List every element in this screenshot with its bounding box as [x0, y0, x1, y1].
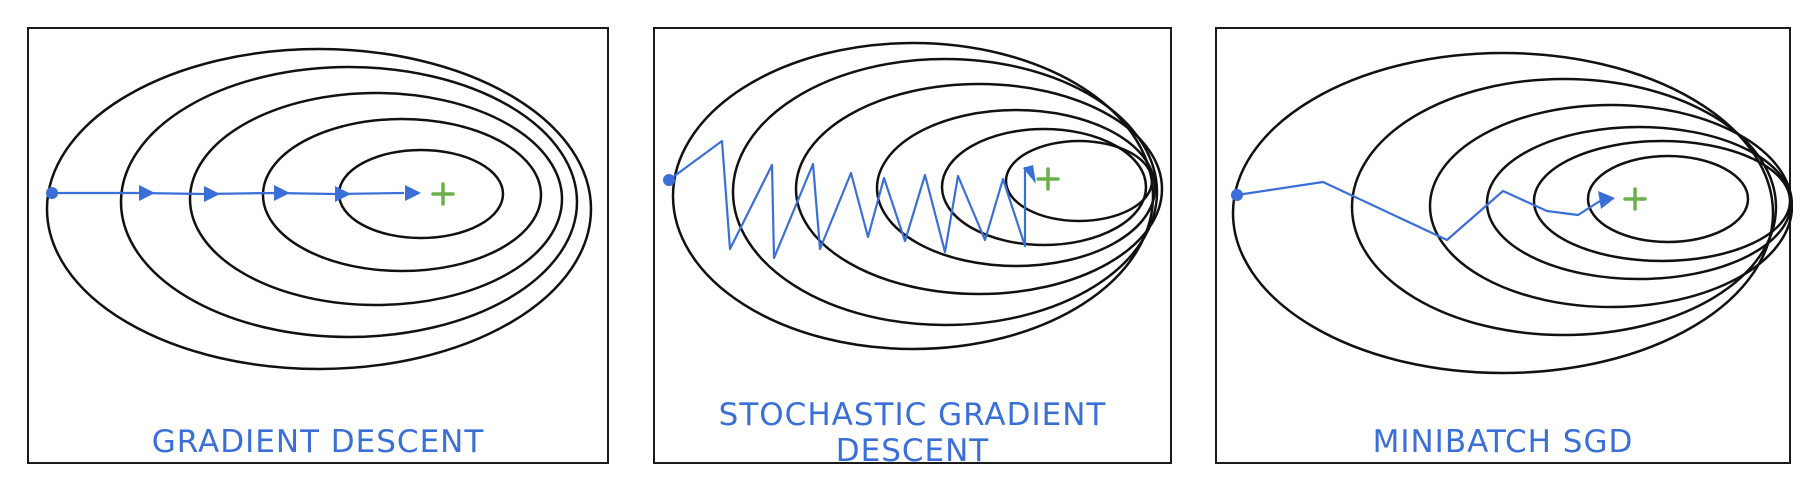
start-point: [46, 187, 58, 199]
contour-ring: [119, 65, 579, 339]
end-arrowhead: [1023, 165, 1036, 184]
contour-ring: [45, 47, 593, 371]
caption-minibatch-sgd: MINIBATCH SGD: [1217, 424, 1789, 460]
step-arrowhead: [139, 185, 155, 201]
contour-ring: [261, 117, 543, 273]
caption-gradient-descent: GRADIENT DESCENT: [29, 424, 607, 460]
contour-ring: [1004, 139, 1154, 223]
descent-path: [52, 191, 405, 196]
panel-stochastic-gradient-descent: STOCHASTIC GRADIENT DESCENT: [653, 27, 1172, 469]
panel-minibatch-sgd: MINIBATCH SGD: [1215, 27, 1793, 464]
caption-line: GRADIENT DESCENT: [151, 424, 485, 460]
caption-line: STOCHASTIC GRADIENT: [718, 397, 1107, 433]
contour-plot-sgd: [663, 41, 1164, 351]
optimum-plus-icon: [1623, 187, 1647, 211]
step-arrowhead: [274, 185, 290, 201]
contour-ring: [875, 108, 1157, 268]
end-arrowhead: [1598, 191, 1615, 209]
step-arrowhead: [405, 185, 421, 201]
caption-line: DESCENT: [835, 433, 990, 469]
contour-ring: [1485, 125, 1793, 281]
contour-ring: [940, 127, 1148, 247]
caption-stochastic-gradient-descent: STOCHASTIC GRADIENT DESCENT: [655, 397, 1170, 469]
contour-ring: [1532, 139, 1792, 263]
contour-ring: [188, 91, 564, 307]
contour-ring: [1350, 77, 1778, 337]
contour-plot-minibatch-sgd: [1231, 51, 1793, 375]
panel-gradient-descent: GRADIENT DESCENT: [27, 27, 609, 464]
start-point: [663, 174, 675, 186]
minibatch-path: [1236, 180, 1601, 242]
contour-ring: [1231, 51, 1775, 375]
contour-plot-gradient-descent: [45, 47, 593, 371]
start-point: [1231, 189, 1243, 201]
sgd-path: [668, 139, 1027, 260]
contour-ring: [671, 41, 1155, 351]
optimum-plus-icon: [431, 182, 455, 206]
step-arrowhead: [335, 186, 351, 202]
optimum-plus-icon: [1036, 167, 1060, 191]
contour-ring: [731, 57, 1159, 327]
step-arrowhead: [204, 186, 220, 202]
contour-ring: [794, 82, 1164, 296]
contour-ring: [1586, 154, 1750, 244]
caption-line: MINIBATCH SGD: [1372, 424, 1634, 460]
